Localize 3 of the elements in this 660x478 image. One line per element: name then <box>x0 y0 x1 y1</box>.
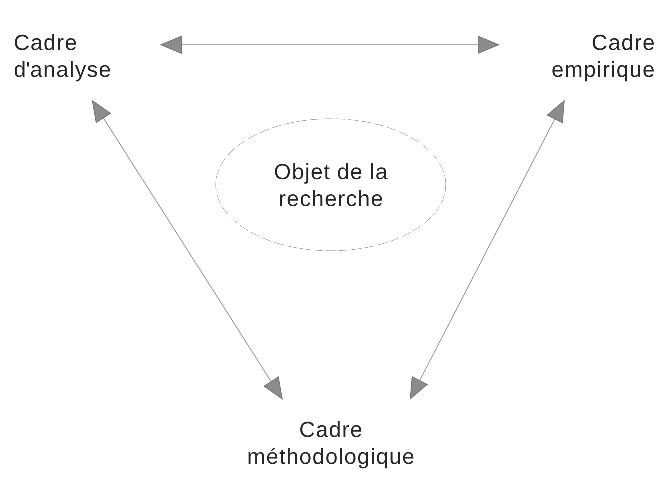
text-label: Cadre méthodologique <box>248 421 414 469</box>
text-label: Cadre d'analyse <box>14 34 110 82</box>
text-label: Cadre empirique <box>552 34 654 82</box>
